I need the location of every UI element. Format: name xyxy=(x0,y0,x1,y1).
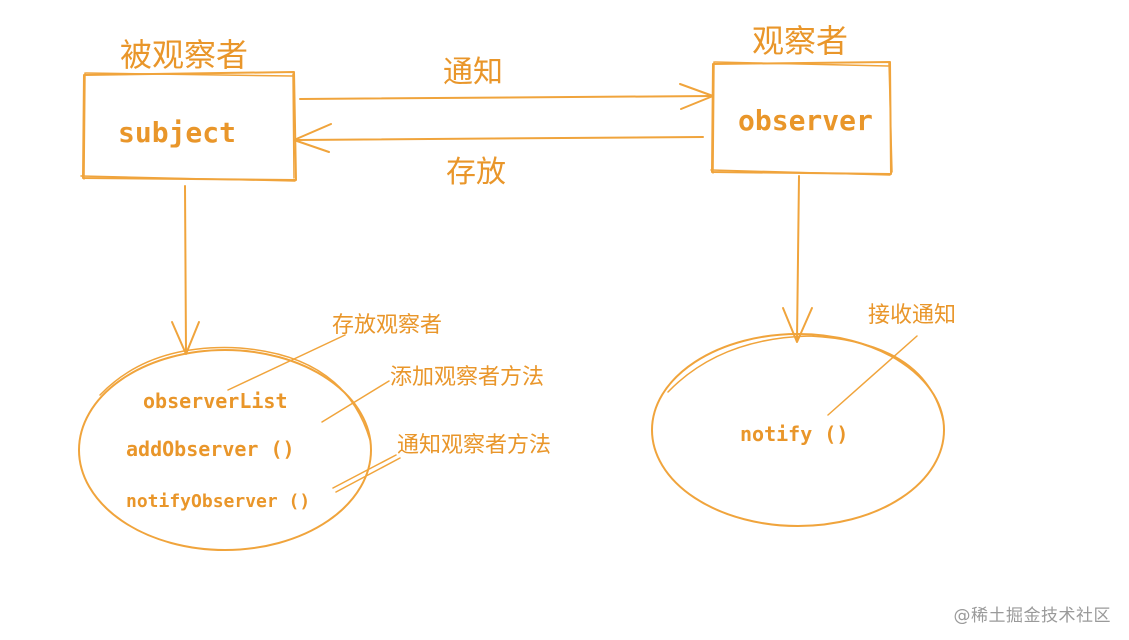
observer-box xyxy=(710,61,893,176)
notify-arrow xyxy=(299,83,714,110)
annotation-store-observers: 存放观察者 xyxy=(332,313,442,338)
member-notify-observer: notifyObserver () xyxy=(126,491,310,512)
notify-arrow-label: 通知 xyxy=(443,55,503,90)
subject-box xyxy=(80,71,297,182)
member-add-observer: addObserver () xyxy=(126,437,295,461)
annotation-line-observer xyxy=(827,335,918,416)
store-arrow xyxy=(293,123,704,153)
subject-down-arrow xyxy=(171,185,200,355)
subject-title: 被观察者 xyxy=(120,36,248,74)
annotation-notify-method: 通知观察者方法 xyxy=(397,433,551,458)
observer-title: 观察者 xyxy=(752,22,848,60)
annotation-receive-notify: 接收通知 xyxy=(868,303,956,328)
member-observer-list: observerList xyxy=(143,389,288,413)
watermark-text: @稀土掘金技术社区 xyxy=(953,606,1111,626)
store-arrow-label: 存放 xyxy=(446,155,506,190)
member-notify: notify () xyxy=(740,422,848,446)
observer-label: observer xyxy=(738,104,873,137)
annotation-add-method: 添加观察者方法 xyxy=(390,365,544,390)
annotation-lines-subject xyxy=(227,334,401,493)
subject-ellipse xyxy=(78,346,372,551)
observer-down-arrow xyxy=(782,175,813,343)
subject-label: subject xyxy=(118,116,236,149)
observer-ellipse xyxy=(651,333,945,527)
